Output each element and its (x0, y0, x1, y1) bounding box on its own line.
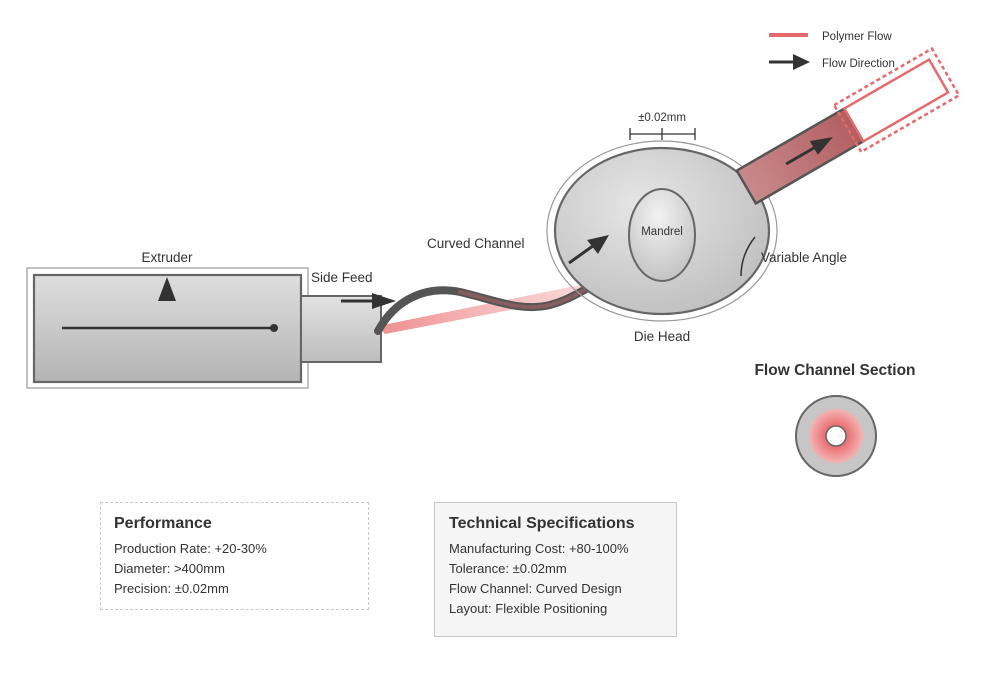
specifications-item: Flow Channel: Curved Design (449, 581, 622, 596)
performance-item: Precision: ±0.02mm (114, 581, 229, 596)
tolerance-label: ±0.02mm (638, 112, 686, 124)
die-head-label: Die Head (634, 329, 690, 344)
mandrel (628, 188, 696, 282)
specifications-card: Technical Specifications Manufacturing C… (434, 502, 677, 637)
variable-angle-label: Variable Angle (761, 250, 847, 265)
extruder-up-arrow-icon (158, 277, 176, 301)
legend-flow-direction: Flow Direction (822, 58, 895, 70)
performance-item: Diameter: >400mm (114, 561, 225, 576)
die-inflow-arrow-icon (587, 235, 609, 254)
section-title: Flow Channel Section (754, 362, 915, 379)
die-head: Mandrel Variable Angle Die Head (546, 140, 847, 344)
die-head-outer-ring (546, 140, 778, 322)
specifications-item: Tolerance: ±0.02mm (449, 561, 567, 576)
outlet-arrow-shaft (785, 145, 817, 166)
side-feed: Side Feed (300, 270, 396, 363)
specifications-item: Layout: Flexible Positioning (449, 601, 608, 616)
curved-channel-label: Curved Channel (427, 236, 525, 251)
extruder: Extruder (26, 250, 309, 389)
side-feed-body (300, 295, 382, 363)
curved-channel-flow-tint (458, 286, 590, 310)
outlet-arrow-icon (809, 137, 833, 155)
performance-card: Performance Production Rate: +20-30% Dia… (100, 502, 369, 610)
extruder-label: Extruder (141, 250, 193, 265)
specifications-title: Technical Specifications (449, 515, 635, 532)
legend: Polymer Flow Flow Direction (769, 31, 895, 70)
variable-angle-arc (740, 236, 756, 277)
side-feed-arrow-icon (372, 293, 396, 309)
outlet-extrudate (842, 57, 950, 144)
extruder-screw-tip (270, 324, 278, 332)
outlet-pipe (735, 46, 961, 206)
flow-direction-arrow-icon (793, 54, 810, 70)
performance-item: Production Rate: +20-30% (114, 541, 267, 556)
legend-polymer-flow: Polymer Flow (822, 31, 892, 43)
side-feed-label: Side Feed (311, 270, 373, 285)
performance-title: Performance (114, 515, 212, 532)
tolerance-dimension: ±0.02mm (629, 112, 696, 140)
section-core (825, 425, 847, 447)
specifications-item: Manufacturing Cost: +80-100% (449, 541, 629, 556)
polymer-flow-plume (378, 283, 590, 334)
mandrel-label: Mandrel (641, 226, 683, 238)
flow-channel-section: Flow Channel Section (754, 362, 916, 477)
curved-channel: Curved Channel (374, 236, 592, 335)
